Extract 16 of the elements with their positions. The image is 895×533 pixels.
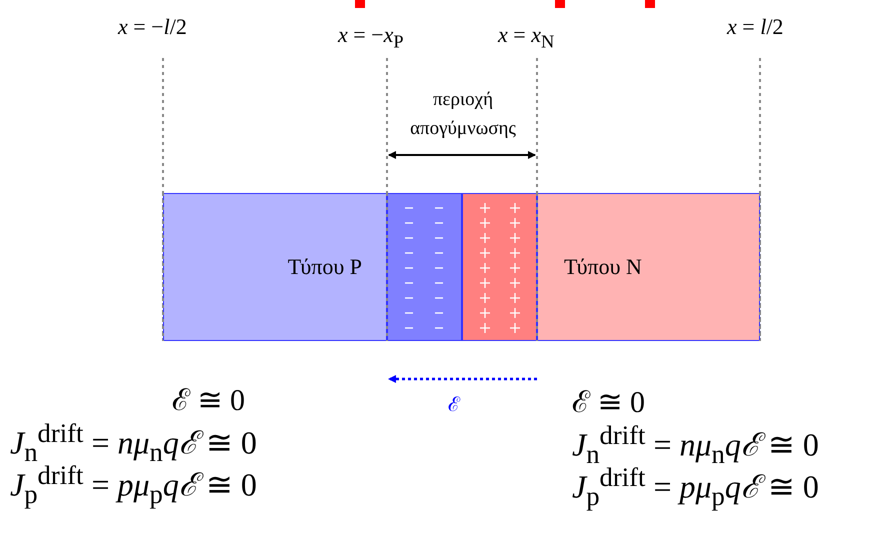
region-label: περιοχή απογύμνωσης (409, 88, 517, 140)
equation: J$_{p}$$^{drift}$ = pμ$_{p}$qℰ ≅ 0 (10, 460, 257, 510)
charged-region-box (387, 193, 462, 341)
position-label: x = l/2 (727, 14, 784, 40)
equation: J$_{p}$$^{drift}$ = pμ$_{p}$qℰ ≅ 0 (572, 462, 819, 512)
field-label: ℰ (448, 393, 460, 417)
charged-region-box (462, 193, 537, 341)
position-label: x = x$_{N}$ (498, 22, 554, 52)
semiconductor-region (163, 193, 387, 341)
region-label: Τύπου P (288, 254, 362, 280)
position-label: x = −x$_{P}$ (338, 22, 404, 52)
equation: ℰ ≅ 0 (172, 383, 245, 419)
position-label: x = −l/2 (118, 14, 187, 40)
region-label: Τύπου N (564, 254, 642, 280)
equation: ℰ ≅ 0 (572, 385, 645, 421)
semiconductor-region (537, 193, 760, 341)
